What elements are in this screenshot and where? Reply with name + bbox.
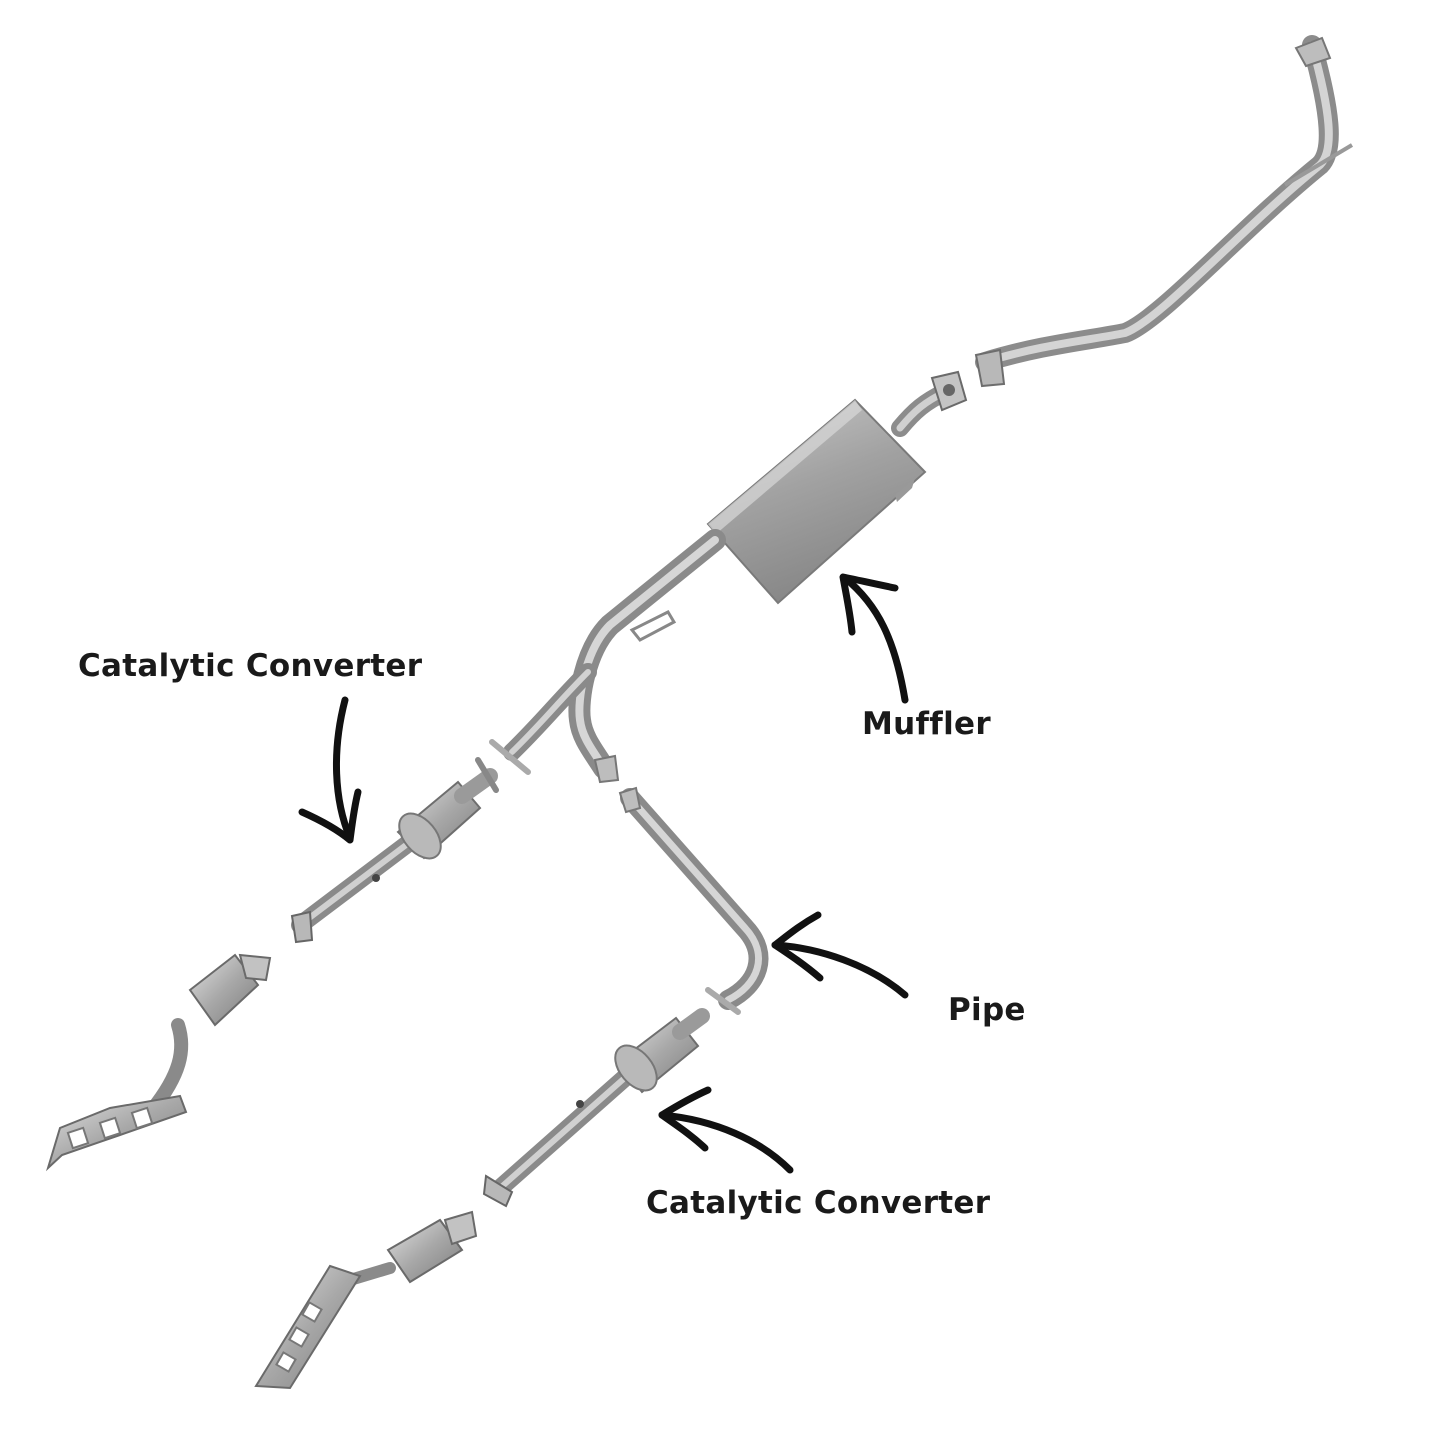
arrow-muffler	[839, 573, 909, 704]
manifold-upper	[45, 953, 272, 1172]
muffler	[706, 370, 968, 605]
label-catalytic-converter-upper: Catalytic Converter	[78, 648, 423, 684]
label-muffler: Muffler	[862, 706, 991, 742]
catalytic-converter-upper	[290, 757, 499, 944]
connecting-pipe	[618, 786, 769, 1015]
y-pipe	[489, 529, 726, 784]
tailpipe	[974, 35, 1354, 388]
manifold-lower	[254, 1210, 478, 1390]
arrow-upper-cat	[298, 696, 362, 844]
label-pipe: Pipe	[948, 992, 1026, 1028]
arrow-pipe	[771, 911, 909, 999]
arrow-lower-cat	[658, 1086, 794, 1174]
catalytic-converter-lower	[482, 1008, 710, 1208]
label-catalytic-converter-lower: Catalytic Converter	[646, 1185, 991, 1221]
